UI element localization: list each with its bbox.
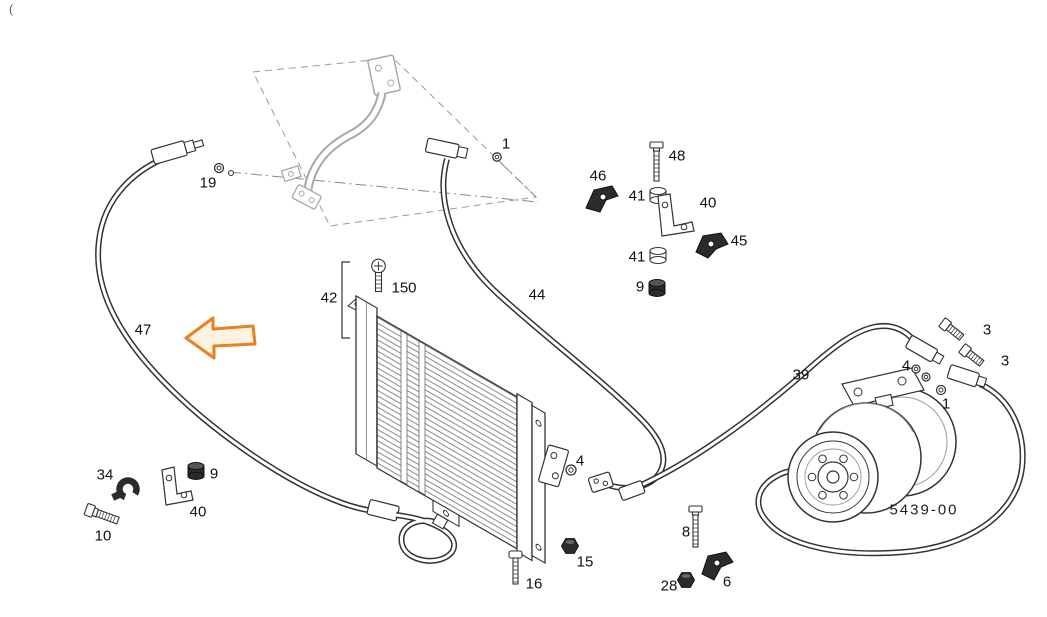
bolt-10 bbox=[83, 503, 120, 525]
bracket-6 bbox=[701, 551, 734, 581]
reference-outline bbox=[229, 54, 539, 227]
leader-42 bbox=[341, 261, 350, 339]
bracket-46 bbox=[585, 185, 619, 213]
hose-47-fitting bbox=[150, 139, 205, 165]
nut-28 bbox=[676, 572, 696, 588]
loop-hose-fitting bbox=[946, 364, 988, 388]
screw-150 bbox=[371, 258, 386, 293]
washer-1-top bbox=[492, 152, 502, 162]
hose-39 bbox=[618, 326, 1022, 553]
bracket-40-upper bbox=[657, 193, 695, 237]
ghost-pipe-bracket bbox=[280, 54, 401, 210]
hose-44 bbox=[424, 137, 663, 493]
nut-9-upper bbox=[648, 279, 666, 297]
nut-9-left bbox=[187, 462, 205, 480]
bracket-45 bbox=[695, 232, 729, 259]
clamp-34 bbox=[111, 477, 140, 501]
nut-15 bbox=[560, 538, 580, 554]
washers-4-right bbox=[911, 364, 931, 382]
condenser-port-block bbox=[538, 444, 569, 488]
bolt-3-lower bbox=[958, 343, 985, 367]
washer-1-right bbox=[935, 384, 947, 396]
hose-39-end-fitting bbox=[618, 480, 646, 501]
washer-4-center bbox=[565, 464, 577, 476]
bolt-8 bbox=[688, 505, 703, 548]
hose-47 bbox=[98, 139, 454, 561]
pointer-arrow bbox=[184, 316, 257, 360]
compressor-fitting bbox=[905, 335, 945, 365]
hose-44-fitting bbox=[424, 137, 469, 159]
condenser bbox=[347, 294, 546, 565]
compressor bbox=[787, 367, 957, 523]
washer-19 bbox=[213, 162, 235, 177]
bracket-40-left bbox=[161, 466, 194, 506]
nut-41-lower bbox=[649, 246, 667, 265]
hose-44-end-fitting bbox=[587, 471, 614, 493]
bolt-3-upper bbox=[938, 317, 965, 341]
bolt-16 bbox=[508, 550, 523, 585]
bolt-48 bbox=[649, 141, 664, 182]
